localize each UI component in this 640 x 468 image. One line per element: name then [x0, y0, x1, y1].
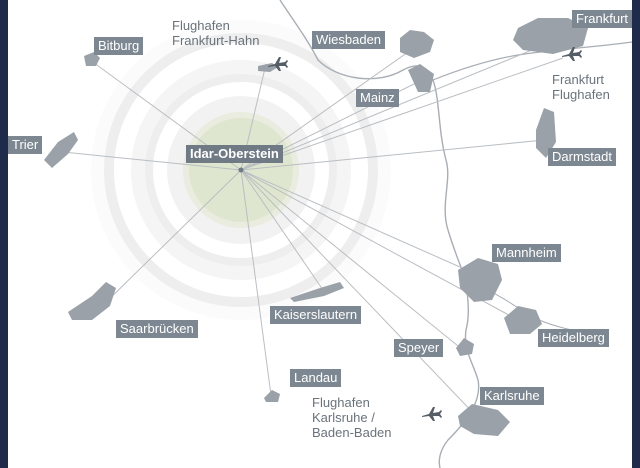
label-airport-hahn[interactable]: Flughafen Frankfurt-Hahn	[172, 18, 260, 48]
label-airport-karlsruhe[interactable]: Flughafen Karlsruhe / Baden-Baden	[312, 395, 392, 440]
speyer-shape	[456, 338, 474, 356]
label-frankfurt[interactable]: Frankfurt	[572, 10, 632, 28]
label-speyer[interactable]: Speyer	[394, 339, 444, 357]
airplane-icon	[422, 407, 442, 421]
map: Bitburg Wiesbaden Frankfurt Mainz Trier …	[8, 0, 632, 468]
trier-shape	[44, 132, 78, 168]
saarbruecken-shape	[68, 282, 116, 320]
map-graphics	[44, 0, 632, 468]
label-heidelberg[interactable]: Heidelberg	[538, 329, 609, 347]
label-airport-frankfurt[interactable]: Frankfurt Flughafen	[552, 72, 610, 102]
bitburg-shape	[84, 52, 100, 66]
rhine-river	[279, 0, 480, 468]
label-mannheim[interactable]: Mannheim	[492, 244, 561, 262]
airplane-icon	[268, 57, 288, 71]
heidelberg-shape	[504, 306, 542, 334]
label-darmstadt[interactable]: Darmstadt	[548, 148, 616, 166]
karlsruhe-shape	[458, 404, 510, 436]
label-kaiserslautern[interactable]: Kaiserslautern	[270, 306, 362, 324]
label-idar-oberstein[interactable]: Idar-Oberstein	[186, 145, 283, 163]
kaiserslautern-shape	[290, 282, 344, 302]
mannheim-shape	[458, 258, 502, 302]
mainz-shape	[408, 64, 434, 92]
city-shapes	[44, 18, 588, 436]
label-karlsruhe[interactable]: Karlsruhe	[480, 387, 544, 405]
landau-shape	[264, 390, 280, 402]
airplane-icon	[562, 47, 582, 61]
label-trier[interactable]: Trier	[8, 136, 43, 154]
label-bitburg[interactable]: Bitburg	[94, 37, 144, 55]
label-landau[interactable]: Landau	[290, 369, 342, 387]
wiesbaden-shape	[400, 30, 434, 58]
frankfurt-shape	[513, 18, 588, 54]
main-river	[432, 41, 632, 81]
hub-marker	[238, 167, 244, 173]
darmstadt-shape	[536, 108, 556, 158]
label-mainz[interactable]: Mainz	[356, 89, 399, 107]
label-wiesbaden[interactable]: Wiesbaden	[312, 31, 386, 49]
label-saarbruecken[interactable]: Saarbrücken	[116, 320, 198, 338]
